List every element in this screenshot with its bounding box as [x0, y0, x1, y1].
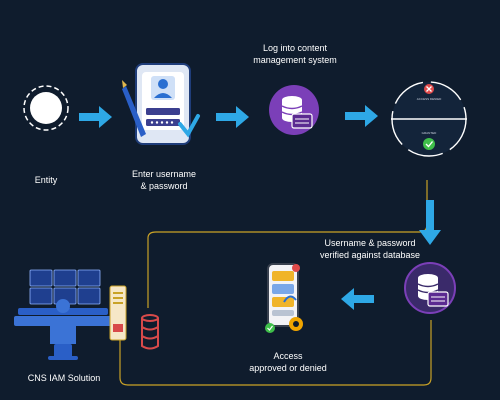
cms-node: [268, 84, 320, 136]
cns-node: [14, 266, 164, 366]
database-icon: [269, 85, 319, 135]
verify-label: Username & password verified against dat…: [319, 238, 421, 260]
deny-text: ACCESS DENIED: [417, 97, 442, 101]
verify-node: [404, 262, 456, 314]
entity-node: [22, 84, 70, 132]
entity-label: Entity: [34, 175, 58, 185]
entity-circle-icon: [23, 85, 69, 131]
allow-text: GRANTED: [422, 131, 438, 135]
arrow-1: [79, 106, 112, 128]
deny-allow-icon: ACCESS DENIED GRANTED: [391, 81, 467, 157]
cns-label: CNS IAM Solution: [27, 373, 101, 383]
arrow-3: [345, 105, 378, 127]
access-label: Access approved or denied: [249, 351, 327, 373]
database-icon: [404, 262, 456, 314]
arrow-5-left: [341, 288, 374, 310]
mobile-app-icon: [265, 263, 303, 333]
login-form-icon: [122, 63, 200, 145]
decision-node: ACCESS DENIED GRANTED: [387, 66, 471, 172]
credentials-node: [122, 62, 200, 158]
credentials-label: Enter username & password: [131, 169, 197, 191]
arrow-2: [216, 106, 249, 128]
cms-label: Log into content management system: [253, 43, 337, 65]
operator-workstation-icon: [14, 269, 159, 360]
arrow-4-down: [419, 200, 441, 245]
access-node: [262, 262, 310, 336]
connector-bottom: [119, 320, 432, 386]
